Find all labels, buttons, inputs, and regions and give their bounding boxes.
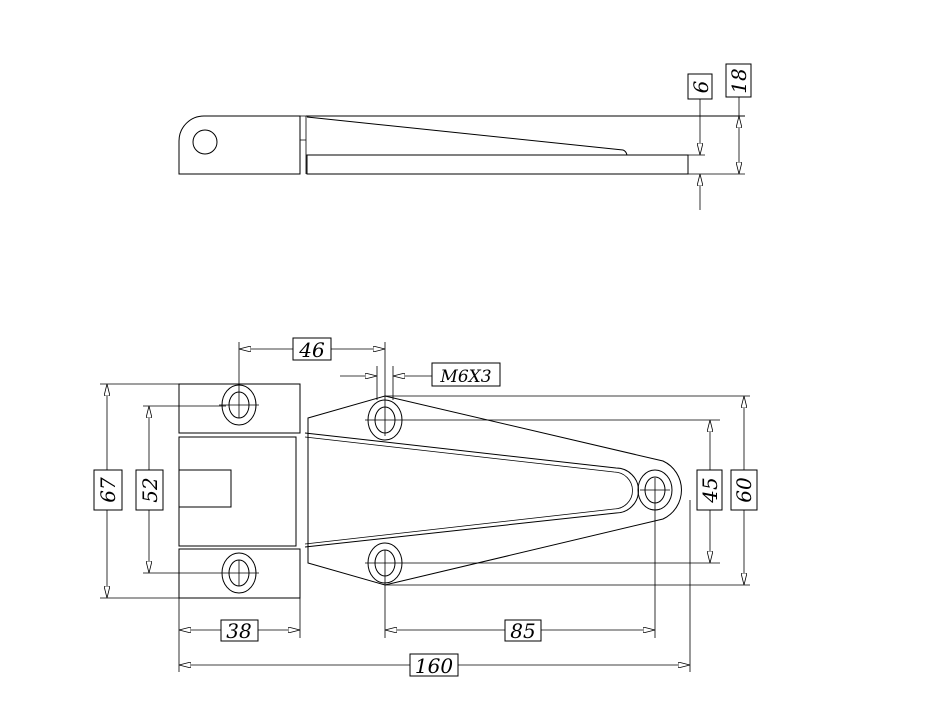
dim-label-m6x3: M6X3 [439,367,491,387]
dim-label-18: 18 [727,68,751,93]
slot [178,469,232,508]
dim-label-60: 60 [732,477,756,503]
arm-outline [307,395,682,586]
mounting-holes [221,384,673,594]
dim-label-67: 67 [96,477,120,503]
side-view: 6 18 [178,63,752,210]
dim-label-160: 160 [415,654,453,678]
center-knuckle [178,436,297,547]
dim-label-85: 85 [510,619,535,643]
side-view-block [178,115,301,175]
dim-label-38: 38 [226,619,251,643]
pin-hole [192,129,218,155]
side-view-knuckle [300,115,307,174]
dim-label-52: 52 [138,477,162,502]
dim-label-6: 6 [689,80,713,93]
dim-label-46: 46 [298,338,325,362]
side-view-arm [306,115,745,156]
bottom-leaf-block [178,548,301,599]
plan-view: 46 M6X3 67 52 45 60 38 85 160 [93,337,758,678]
side-view-plate [306,154,689,175]
arm-slot [304,432,639,548]
dim-label-45: 45 [698,477,722,503]
top-leaf-block [178,383,301,434]
